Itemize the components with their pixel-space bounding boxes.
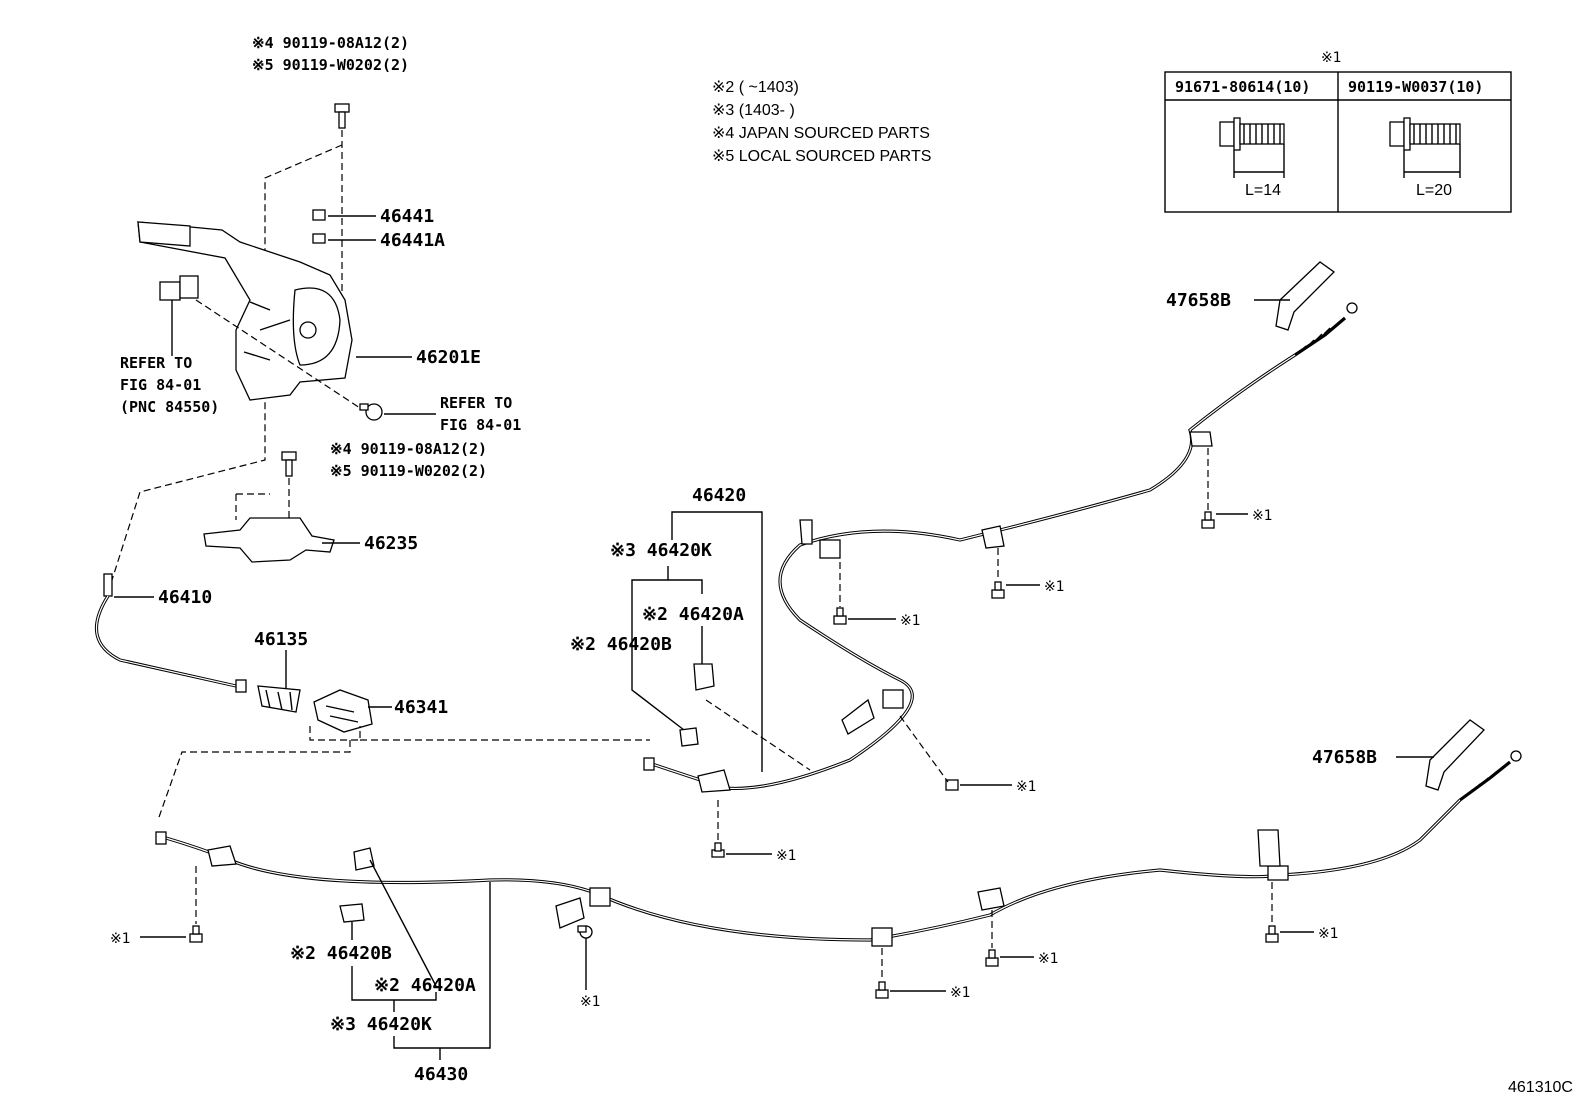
- bolt-ref-1: ※1: [776, 848, 797, 864]
- bolt-ref-8: ※1: [950, 985, 971, 1001]
- table-col2-part: 90119-W0037(10): [1348, 78, 1483, 96]
- table-col1-part: 91671-80614(10): [1175, 78, 1310, 96]
- bolt-icon: [945, 779, 959, 791]
- label-46420b-bottom: ※2 46420B: [290, 943, 392, 964]
- label-46420a-bottom: ※2 46420A: [374, 975, 476, 996]
- note-type2: ※2 ( ~1403): [712, 79, 799, 96]
- cable-retainer-bottom-icon: [1425, 719, 1485, 791]
- equalizer-bracket-icon: [313, 689, 373, 733]
- top-bolt-icon: [334, 103, 350, 129]
- bolt-icon: [577, 925, 593, 939]
- lever-cap-nut-icon: [312, 209, 326, 244]
- bolt-icon: [875, 981, 889, 999]
- mid-bolt-local-label: ※5 90119-W0202(2): [330, 462, 487, 480]
- label-46420k-bottom: ※3 46420K: [330, 1014, 432, 1035]
- refer-left-line3: (PNC 84550): [120, 398, 219, 416]
- cable-retainer-top-icon: [1275, 261, 1336, 331]
- equalizer-icon: [257, 685, 301, 713]
- switch-screw-icon: [359, 403, 383, 421]
- bolt-ref-4: ※1: [1252, 508, 1273, 524]
- flange-bolt-short-icon: [1219, 117, 1285, 178]
- refer-right-line2: FIG 84-01: [440, 416, 521, 434]
- brake-switch-connector-icon: [159, 275, 199, 301]
- label-46235: 46235: [364, 533, 418, 554]
- label-46410: 46410: [158, 587, 212, 608]
- bolt-icon: [711, 842, 725, 858]
- lever-bracket-icon: [203, 517, 335, 563]
- bolt-icon: [1265, 925, 1279, 943]
- label-47658b-top: 47658B: [1166, 290, 1231, 311]
- figure-id: 461310C: [1508, 1079, 1573, 1096]
- parking-brake-lever-assembly: [137, 221, 353, 401]
- bolt-icon: [991, 581, 1005, 599]
- label-46441a: 46441A: [380, 230, 445, 251]
- label-46420: 46420: [692, 485, 746, 506]
- label-46201e: 46201E: [416, 347, 481, 368]
- rear-cable-left-46430: [155, 750, 1522, 947]
- mid-bolt-japan-label: ※4 90119-08A12(2): [330, 440, 487, 458]
- label-46135: 46135: [254, 629, 308, 650]
- clip-46420a-bottom-icon: [353, 847, 375, 871]
- label-46341: 46341: [394, 697, 448, 718]
- bolt-ref-7: ※1: [580, 994, 601, 1010]
- table-marker: ※1: [1321, 50, 1342, 66]
- bolt-icon: [985, 949, 999, 967]
- bolt-icon: [1201, 511, 1215, 529]
- clip-46420a-top-icon: [693, 663, 715, 691]
- table-col2-length: L=20: [1416, 182, 1452, 199]
- bolt-ref-5: ※1: [1016, 779, 1037, 795]
- bolt-icon: [189, 925, 203, 943]
- label-46430: 46430: [414, 1064, 468, 1085]
- bolt-ref-9: ※1: [1038, 951, 1059, 967]
- label-46420b-top: ※2 46420B: [570, 634, 672, 655]
- label-46420a-top: ※2 46420A: [642, 604, 744, 625]
- top-bolt-local-label: ※5 90119-W0202(2): [252, 56, 409, 74]
- table-col1-length: L=14: [1245, 182, 1281, 199]
- note-local-sourced: ※5 LOCAL SOURCED PARTS: [712, 148, 931, 165]
- mid-bolt-icon: [281, 451, 297, 477]
- bolt-ref-6: ※1: [110, 931, 131, 947]
- flange-bolt-long-icon: [1389, 117, 1461, 178]
- bolt-icon: [833, 607, 847, 625]
- bolt-spec-table: ※1 91671-80614(10) 90119-W0037(10) L=14 …: [1164, 50, 1512, 213]
- clip-46420b-top-icon: [679, 727, 699, 747]
- refer-left-line1: REFER TO: [120, 354, 192, 372]
- note-type3: ※3 (1403- ): [712, 102, 795, 119]
- rear-cable-right-46420: [643, 302, 1358, 793]
- refer-left-line2: FIG 84-01: [120, 376, 201, 394]
- label-46441: 46441: [380, 206, 434, 227]
- refer-right-line1: REFER TO: [440, 394, 512, 412]
- label-46420k-top: ※3 46420K: [610, 540, 712, 561]
- bolt-ref-3: ※1: [1044, 579, 1065, 595]
- bolt-ref-10: ※1: [1318, 926, 1339, 942]
- top-bolt-japan-label: ※4 90119-08A12(2): [252, 34, 409, 52]
- clip-46420b-bottom-icon: [339, 903, 365, 923]
- note-japan-sourced: ※4 JAPAN SOURCED PARTS: [712, 125, 930, 142]
- label-47658b-bottom: 47658B: [1312, 747, 1377, 768]
- bolt-ref-2: ※1: [900, 613, 921, 629]
- front-cable-46410: [94, 573, 247, 693]
